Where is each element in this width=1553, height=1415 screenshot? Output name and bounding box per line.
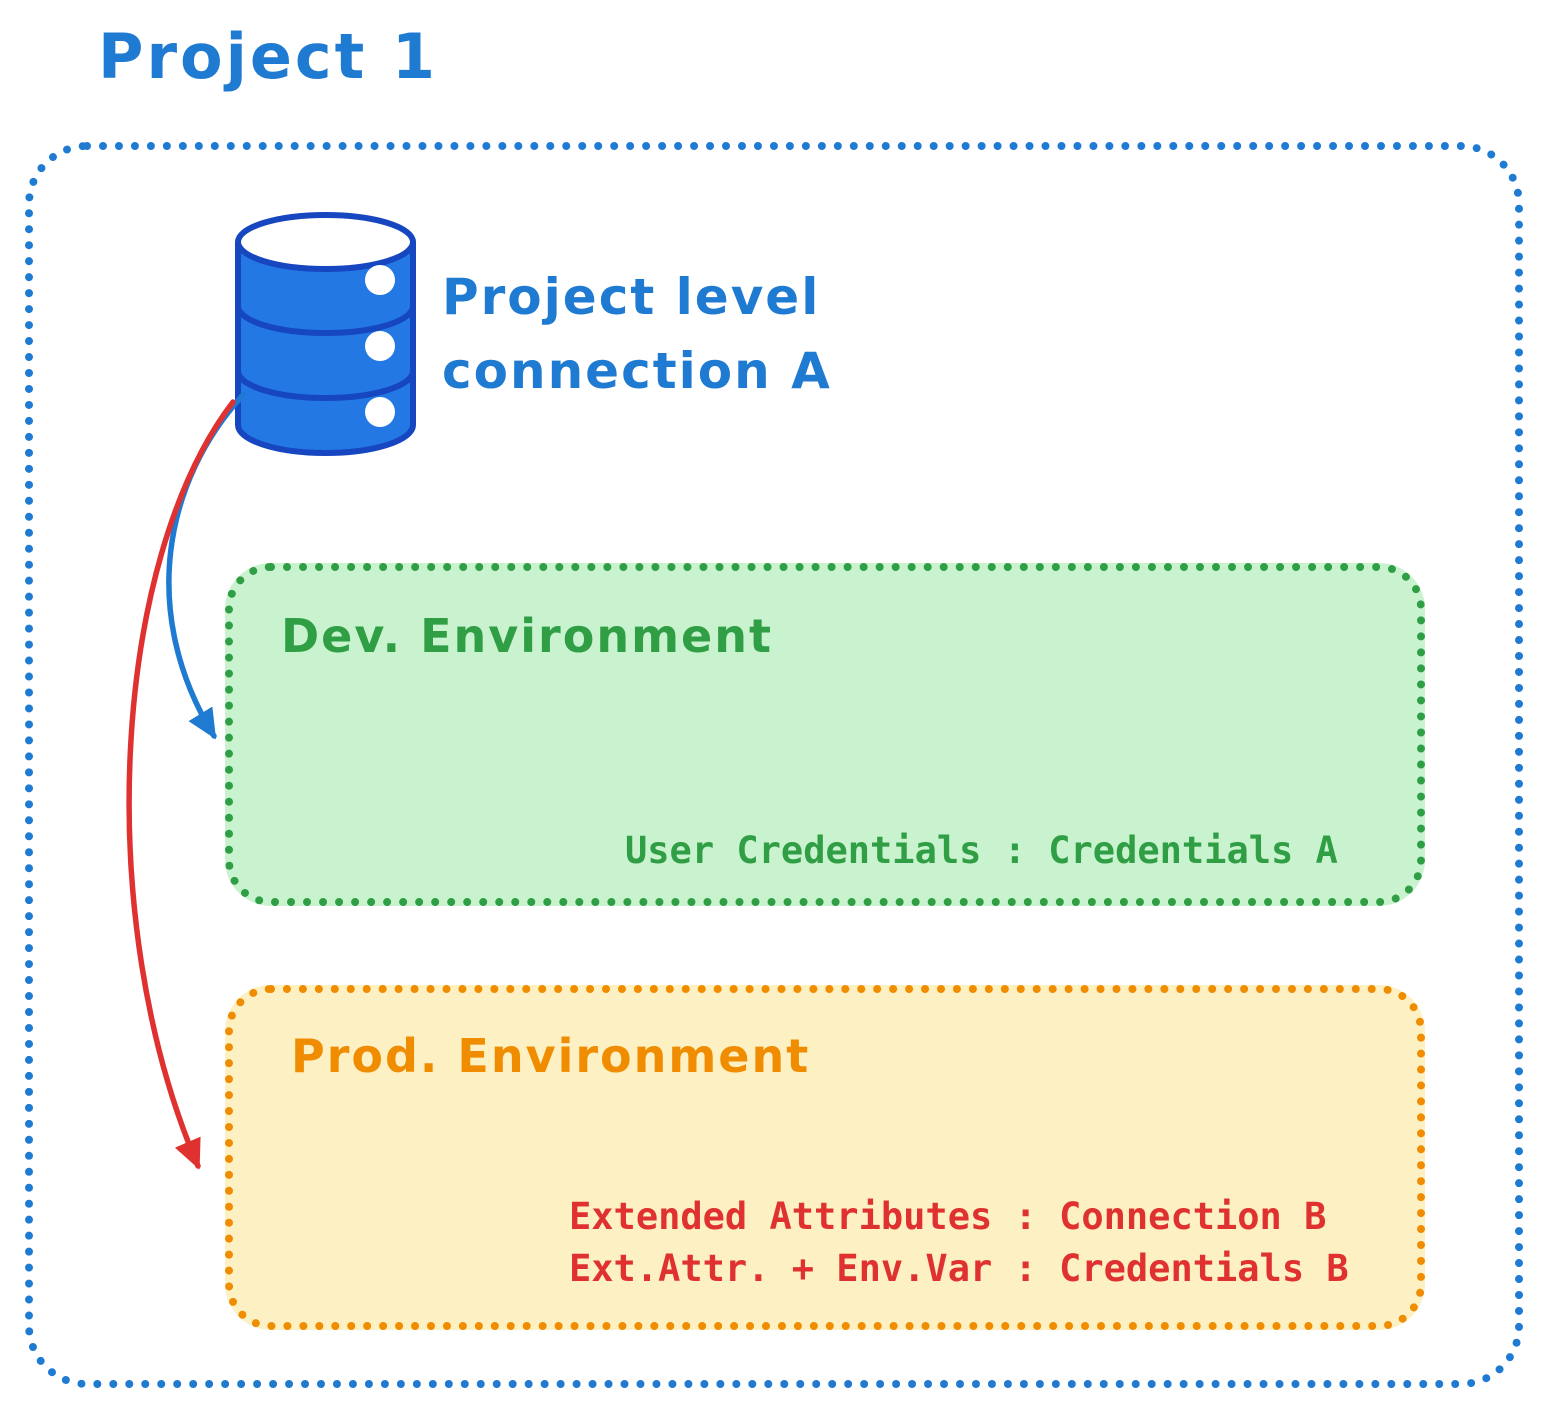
dev-environment-box: Dev. Environment User Credentials : Cred…	[225, 563, 1425, 906]
project-boundary-box	[25, 142, 1523, 1388]
prod-environment-line2: Ext.Attr. + Env.Var : Credentials B	[569, 1247, 1349, 1290]
database-label-line1: Project level	[442, 268, 821, 326]
database-label: Project level connection A	[442, 260, 832, 408]
prod-environment-title: Prod. Environment	[291, 1029, 811, 1083]
prod-environment-attributes: Extended Attributes : Connection B Ext.A…	[569, 1191, 1349, 1295]
prod-environment-box: Prod. Environment Extended Attributes : …	[225, 985, 1425, 1330]
prod-environment-line1: Extended Attributes : Connection B	[569, 1195, 1327, 1238]
database-label-line2: connection A	[442, 342, 832, 400]
dev-environment-credentials: User Credentials : Credentials A	[625, 829, 1338, 872]
dev-environment-title: Dev. Environment	[281, 609, 773, 663]
page-title: Project 1	[98, 20, 439, 93]
database-cylinder-icon	[235, 212, 416, 456]
